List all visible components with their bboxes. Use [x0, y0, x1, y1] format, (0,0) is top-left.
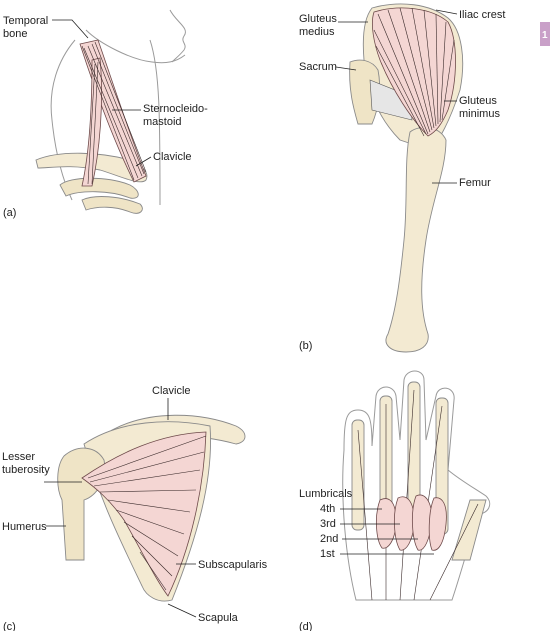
- leader-iliac-crest: [435, 9, 458, 15]
- panel-b-letter: (b): [299, 340, 312, 352]
- label-humerus: Humerus: [2, 521, 47, 533]
- panel-c-letter: (c): [3, 621, 16, 631]
- label-sternocleidomastoid-2: mastoid: [143, 116, 182, 128]
- label-gluteus-minimus-2: minimus: [459, 108, 500, 120]
- hand-outline: [342, 370, 491, 601]
- label-lumbrical-4th: 4th: [320, 503, 335, 515]
- panel-b-hip: Gluteus medius Iliac crest Sacrum Gluteu…: [299, 3, 505, 353]
- label-lumbricals: Lumbricals: [299, 488, 353, 500]
- rib-a1: [59, 177, 139, 199]
- label-lumbrical-3rd: 3rd: [320, 518, 336, 530]
- label-subscapularis: Subscapularis: [198, 559, 268, 571]
- subscapularis-muscle: [81, 431, 207, 597]
- label-gluteus-minimus-1: Gluteus: [459, 95, 497, 107]
- panel-a-neck: Temporal bone Sternocleido- mastoid Clav…: [3, 9, 208, 219]
- panel-d-hand: Lumbricals 4th 3rd 2nd 1st (d): [299, 370, 491, 631]
- label-lesser-tuberosity-2: tuberosity: [2, 464, 50, 476]
- label-lesser-tuberosity-1: Lesser: [2, 451, 35, 463]
- label-iliac-crest: Iliac crest: [459, 9, 505, 21]
- sternocleidomastoid-fibres: [81, 41, 147, 185]
- panel-c-shoulder: Clavicle Lesser tuberosity Humerus Subsc…: [2, 385, 268, 631]
- leader-temporal-bone: [52, 19, 89, 39]
- leader-sacrum: [335, 66, 357, 71]
- page-tab-number: 1: [542, 30, 548, 41]
- gluteus-medius-muscle: [372, 7, 456, 137]
- neck-outline-front: [149, 39, 161, 206]
- flexor-tendons: [357, 389, 479, 601]
- neck-outline-back: [50, 39, 76, 201]
- label-sacrum: Sacrum: [299, 61, 337, 73]
- humerus-head-bone: [57, 447, 106, 561]
- label-scapula: Scapula: [198, 612, 239, 624]
- leader-scapula: [167, 603, 197, 618]
- lumbrical-muscles: [376, 494, 447, 551]
- subscapularis-fibres: [87, 435, 207, 591]
- label-clavicle-c: Clavicle: [152, 385, 191, 397]
- jaw-outline: [85, 29, 186, 64]
- label-temporal-bone-2: bone: [3, 28, 27, 40]
- panel-a-letter: (a): [3, 207, 16, 219]
- panel-d-letter: (d): [299, 621, 312, 631]
- label-clavicle-a: Clavicle: [153, 151, 192, 163]
- leader-clavicle-a: [135, 156, 152, 167]
- face-profile: [169, 9, 186, 63]
- gluteus-medius-fibres: [373, 7, 455, 137]
- label-temporal-bone-1: Temporal: [3, 15, 48, 27]
- label-lumbrical-1st: 1st: [320, 548, 335, 560]
- page-tab: 1: [540, 22, 550, 46]
- label-gluteus-medius-1: Gluteus: [299, 13, 337, 25]
- label-lumbrical-2nd: 2nd: [320, 533, 338, 545]
- label-gluteus-medius-2: medius: [299, 26, 335, 38]
- rib-a2: [81, 196, 143, 214]
- label-femur: Femur: [459, 177, 491, 189]
- label-sternocleidomastoid-1: Sternocleido-: [143, 103, 208, 115]
- femur-bone: [385, 126, 447, 353]
